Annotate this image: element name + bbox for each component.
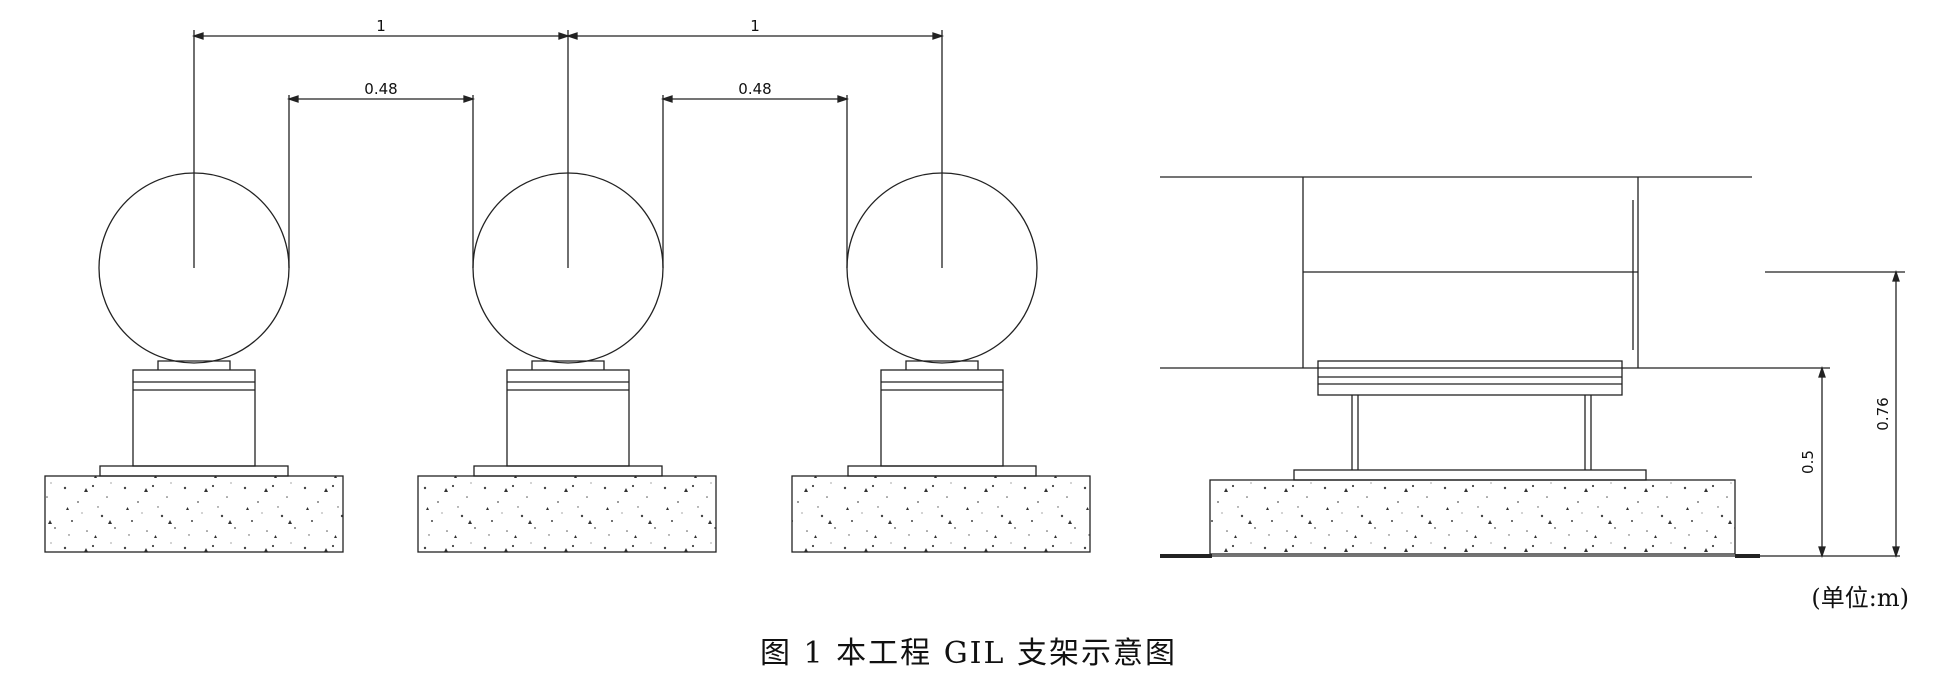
pitch-dimension-1 (191, 32, 571, 40)
base-plate-2 (473, 465, 663, 477)
figure-caption: 图 1 本工程 GIL 支架示意图 (760, 636, 1177, 671)
pedestal-3 (880, 369, 1004, 467)
foundation-3 (791, 475, 1091, 553)
side-base-plate (1293, 469, 1647, 481)
saddle-1 (157, 360, 231, 370)
gil-unit-1 (44, 30, 344, 553)
gap-label-1: 0.48 (364, 80, 397, 98)
pitch-label-2: 1 (750, 17, 760, 35)
height-dimension-top (1765, 269, 1905, 559)
pedestal-1 (132, 369, 256, 467)
foundation-2 (417, 475, 717, 553)
base-plate-3 (847, 465, 1037, 477)
support-leg-left (1351, 395, 1359, 470)
gil-unit-2 (417, 30, 717, 553)
base-plate-1 (99, 465, 289, 477)
gap-dimension-1 (286, 95, 476, 268)
side-foundation (1209, 479, 1736, 555)
support-cradle (1317, 360, 1623, 396)
height-label-top: 0.76 (1874, 397, 1892, 430)
saddle-2 (531, 360, 605, 370)
height-dimension-support (1800, 365, 1830, 559)
side-view (1160, 176, 1905, 559)
pitch-label-1: 1 (376, 17, 386, 35)
pitch-dimension-2 (565, 32, 945, 40)
foundation-1 (44, 475, 344, 553)
gap-label-2: 0.48 (738, 80, 771, 98)
support-leg-right (1584, 395, 1592, 470)
gil-unit-3 (791, 30, 1091, 553)
pedestal-2 (506, 369, 630, 467)
front-view (44, 30, 1091, 553)
unit-note: (单位:m) (1811, 584, 1909, 612)
height-label-support: 0.5 (1799, 450, 1817, 474)
gap-dimension-2 (660, 95, 850, 268)
saddle-3 (905, 360, 979, 370)
